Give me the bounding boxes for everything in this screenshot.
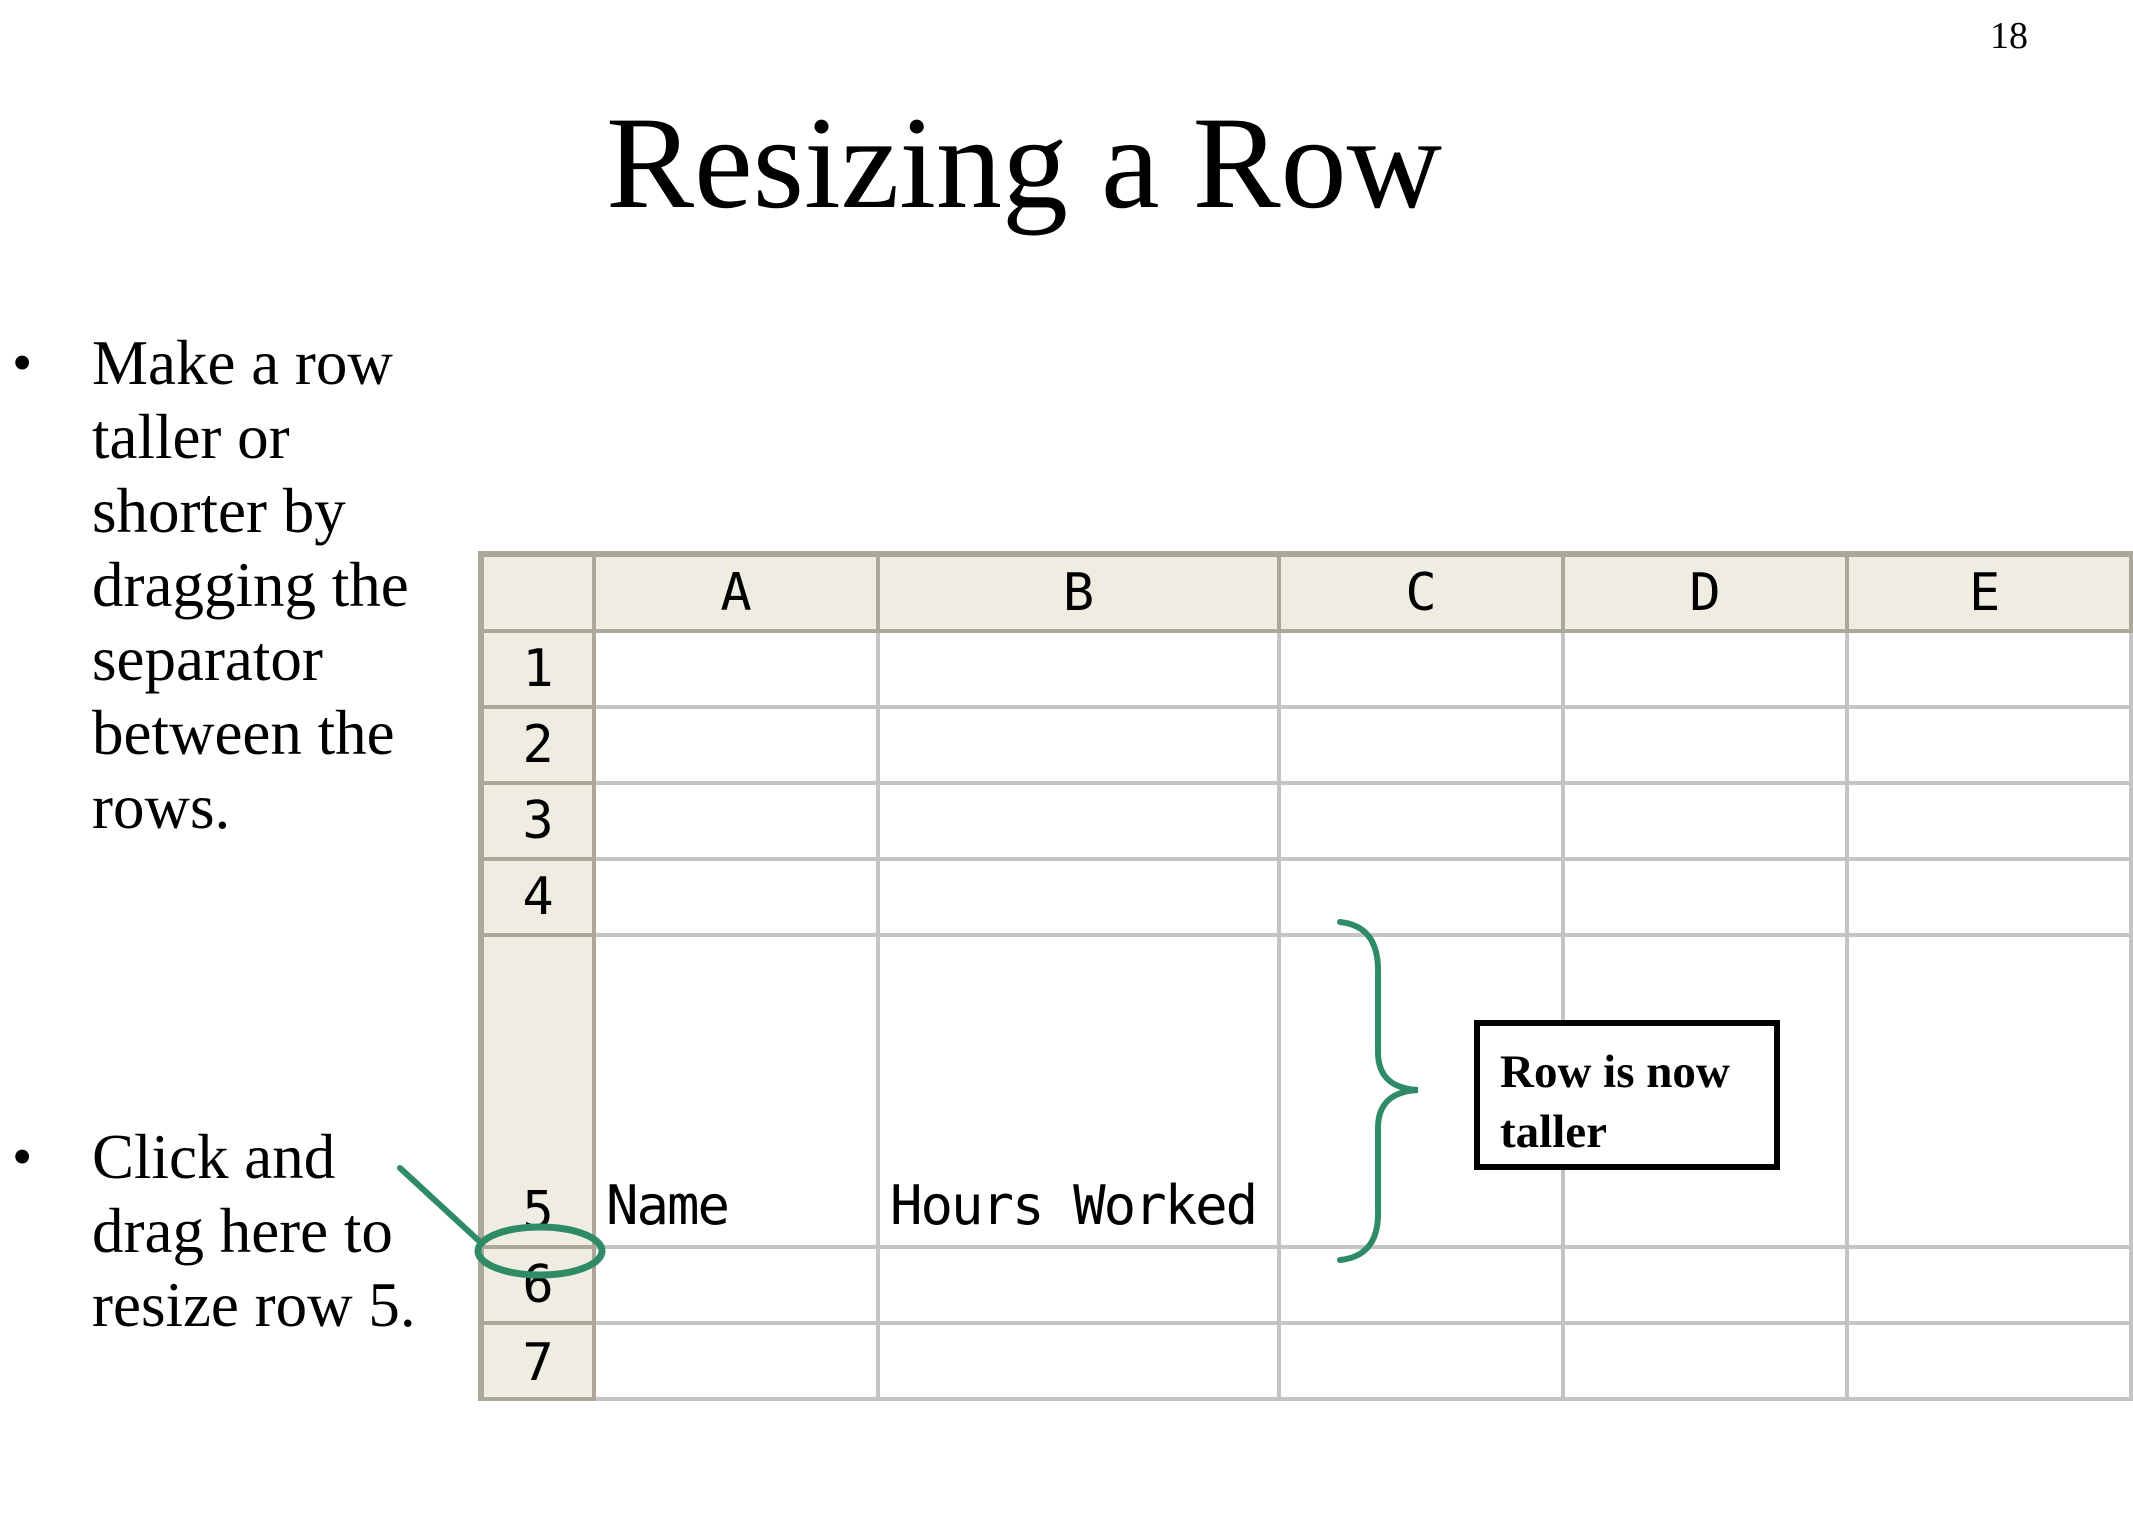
cell[interactable]	[1565, 633, 1849, 709]
cell[interactable]	[1849, 709, 2133, 785]
cell[interactable]	[1849, 1249, 2133, 1325]
curly-brace-icon	[1337, 919, 1419, 1263]
row-header-4[interactable]: 4	[478, 861, 596, 937]
row-header-6[interactable]: 6	[478, 1249, 596, 1325]
cell[interactable]	[1281, 785, 1565, 861]
cell[interactable]	[880, 633, 1281, 709]
cell[interactable]	[1565, 937, 1849, 1249]
cell[interactable]	[596, 1325, 880, 1401]
cell[interactable]	[596, 1249, 880, 1325]
row-header-5[interactable]: 5	[478, 937, 596, 1249]
cell[interactable]	[1849, 937, 2133, 1249]
cell[interactable]	[880, 785, 1281, 861]
cell[interactable]	[1565, 1325, 1849, 1401]
row-header-2[interactable]: 2	[478, 709, 596, 785]
cell[interactable]	[880, 1325, 1281, 1401]
cell[interactable]	[1565, 1249, 1849, 1325]
column-header-d[interactable]: D	[1565, 551, 1849, 633]
column-header-b[interactable]: B	[880, 551, 1281, 633]
cell-b5[interactable]: Hours Worked	[880, 937, 1281, 1249]
cell[interactable]	[596, 633, 880, 709]
slide-number: 18	[1990, 15, 2028, 57]
highlight-ellipse	[474, 1223, 606, 1279]
cell-a5[interactable]: Name	[596, 937, 880, 1249]
row-header-1[interactable]: 1	[478, 633, 596, 709]
cell[interactable]	[1281, 633, 1565, 709]
cell[interactable]	[1281, 709, 1565, 785]
cell[interactable]	[1281, 1249, 1565, 1325]
row-header-3[interactable]: 3	[478, 785, 596, 861]
cell[interactable]	[1281, 861, 1565, 937]
column-header-c[interactable]: C	[1281, 551, 1565, 633]
cell[interactable]	[1849, 861, 2133, 937]
cell[interactable]	[1565, 785, 1849, 861]
annotation-overlay	[397, 919, 1419, 1279]
cell[interactable]	[880, 709, 1281, 785]
cell[interactable]	[1281, 1325, 1565, 1401]
cell[interactable]	[1849, 785, 2133, 861]
column-header-a[interactable]: A	[596, 551, 880, 633]
select-all-corner[interactable]	[478, 551, 596, 633]
cell[interactable]	[596, 861, 880, 937]
column-header-e[interactable]: E	[1849, 551, 2133, 633]
bullet-point: Click and drag here to resize row 5.	[12, 1120, 452, 1342]
row-header-7[interactable]: 7	[478, 1325, 596, 1401]
pointer-line	[397, 1165, 481, 1243]
callout-box: Row is now taller	[1474, 1020, 1780, 1170]
cell[interactable]	[1849, 633, 2133, 709]
cell[interactable]	[596, 785, 880, 861]
cell[interactable]	[596, 709, 880, 785]
cell[interactable]	[1565, 709, 1849, 785]
bullet-point: Make a row taller or shorter by dragging…	[12, 326, 452, 844]
cell[interactable]	[1565, 861, 1849, 937]
slide-title: Resizing a Row	[606, 89, 1442, 236]
cell[interactable]	[880, 861, 1281, 937]
cell[interactable]	[880, 1249, 1281, 1325]
cell[interactable]	[1849, 1325, 2133, 1401]
